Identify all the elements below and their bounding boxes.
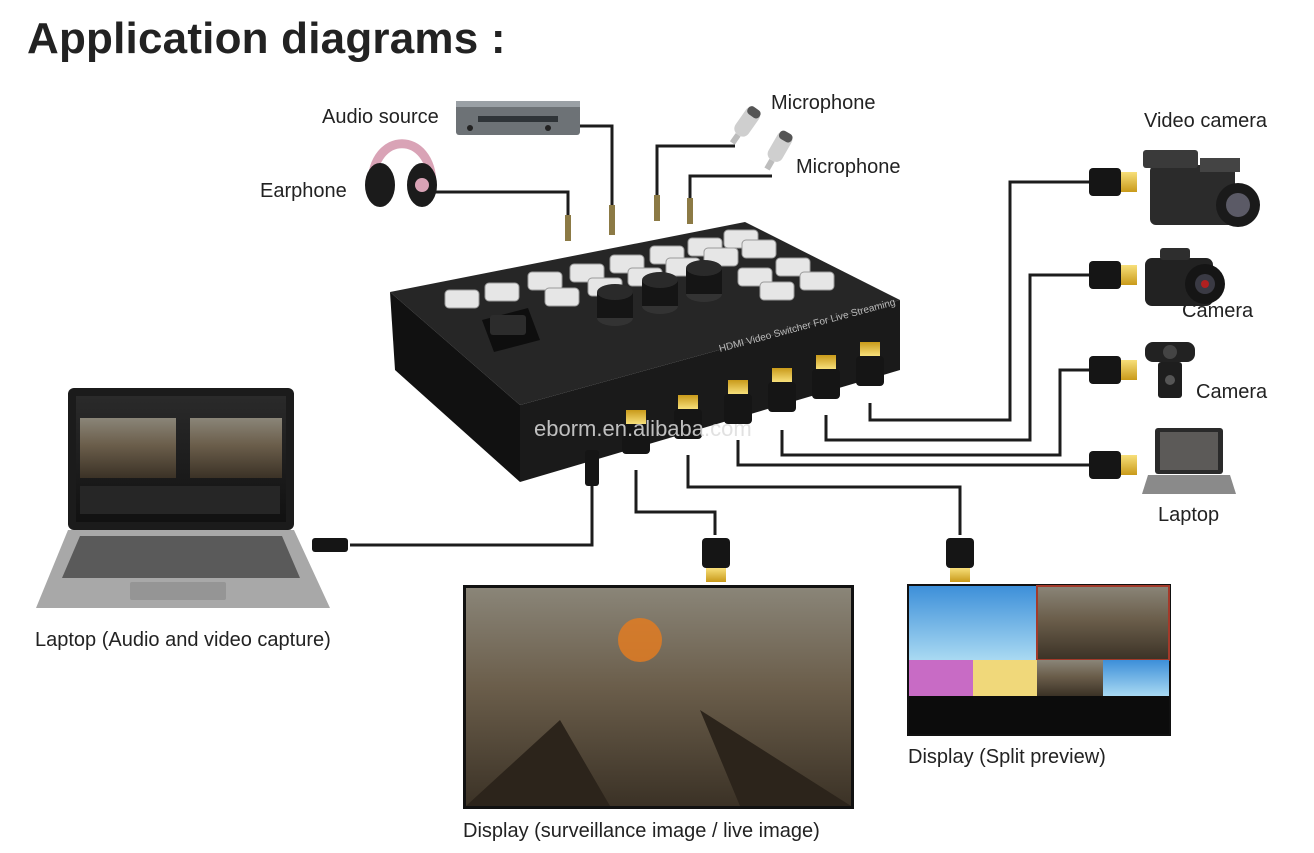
audio-source-cable [575, 124, 614, 215]
label-microphone-2: Microphone [796, 156, 901, 178]
label-display-live: Display (surveillance image / live image… [463, 820, 820, 842]
label-display-split: Display (Split preview) [908, 746, 1106, 768]
display-live [463, 538, 854, 809]
video-switcher: HDMI Video Switcher For Live Streaming [390, 222, 900, 482]
label-camera-2: Camera [1196, 381, 1268, 403]
usb-c-laptop-plug [312, 538, 348, 552]
earphone-device [365, 139, 437, 207]
camera-1-hdmi-plug [1089, 261, 1137, 289]
label-earphone: Earphone [260, 180, 347, 202]
audio-source-device [456, 101, 580, 135]
laptop-capture-device [36, 388, 330, 608]
display-split [907, 538, 1171, 736]
usb-c-cable [350, 485, 594, 547]
t-bar-fader [482, 308, 540, 352]
audio-jacks [565, 195, 693, 241]
camera-1-cable [824, 273, 1090, 442]
microphone-2-cable [688, 174, 772, 205]
earphone-cable [428, 190, 570, 228]
camera-1-device [1145, 248, 1225, 306]
camera-2-device [1145, 342, 1195, 398]
page-title: Application diagrams : [27, 14, 506, 63]
camera-2-hdmi-plug [1089, 356, 1137, 384]
microphone-1-cable [655, 144, 735, 200]
switcher-knobs [597, 260, 722, 326]
laptop-right-cable [736, 440, 1090, 467]
usb-c-plug [585, 450, 599, 486]
watermark: eborm.en.alibaba.com [534, 416, 752, 441]
label-laptop-right: Laptop [1158, 504, 1220, 526]
video-camera-cable [868, 180, 1090, 422]
label-laptop-capture: Laptop (Audio and video capture) [35, 629, 331, 651]
cables [350, 124, 1090, 547]
video-camera-hdmi-plug [1089, 168, 1137, 196]
label-audio-source: Audio source [322, 106, 439, 128]
label-camera-1: Camera [1182, 300, 1254, 322]
display-live-cable [634, 470, 717, 535]
camera-2-cable [780, 368, 1090, 457]
switcher-buttons [444, 229, 835, 309]
label-video-camera: Video camera [1144, 110, 1268, 132]
laptop-right-hdmi-plug [1089, 451, 1137, 479]
label-microphone-1: Microphone [771, 92, 876, 114]
display-split-cable [686, 455, 962, 535]
microphone-2-device [764, 130, 793, 171]
microphone-1-device [729, 106, 761, 145]
laptop-right-device [1142, 428, 1236, 494]
switcher-hdmi-plugs [585, 342, 884, 486]
video-camera-device [1143, 150, 1260, 227]
